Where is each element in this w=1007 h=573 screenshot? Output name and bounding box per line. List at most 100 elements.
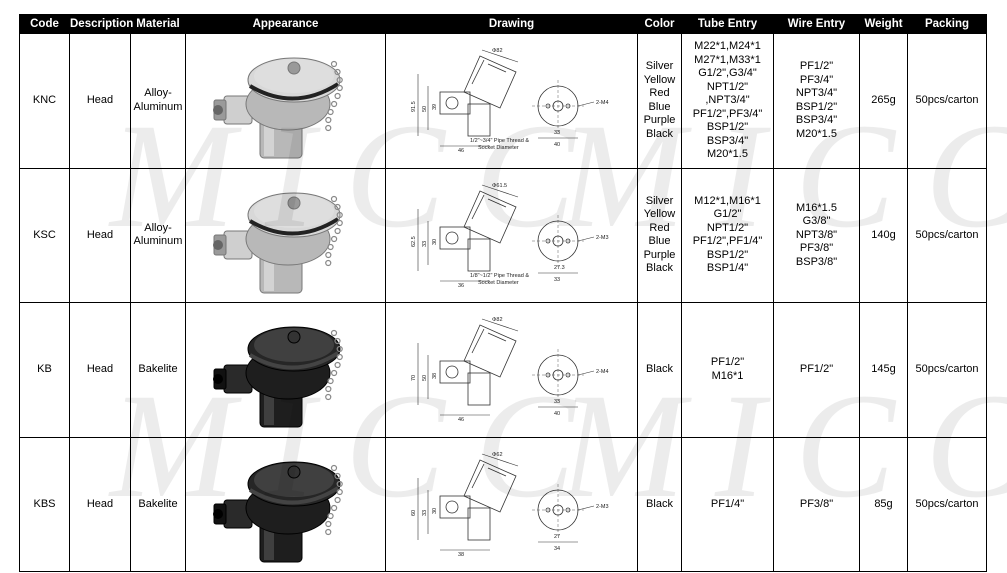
wire-entry-cell-line: M16*1.5 bbox=[796, 201, 837, 214]
tube-entry-cell-line: NPT1/2" bbox=[706, 80, 749, 93]
dimension-label: 33 bbox=[554, 399, 560, 405]
tube-entry-cell-line: M27*1,M33*1 bbox=[694, 53, 761, 66]
tube-entry-cell-line: PF1/4" bbox=[710, 497, 745, 510]
tube-entry-cell-line: NPT1/2" bbox=[706, 221, 749, 234]
bakelite-head-photo bbox=[212, 326, 343, 428]
tube-entry-cell-line: G1/2" bbox=[713, 208, 742, 221]
dimension-label: 2-M4 bbox=[596, 100, 609, 106]
dimension-label: 62.5 bbox=[411, 236, 417, 247]
tube-entry-cell-line: M12*1,M16*1 bbox=[694, 194, 761, 207]
code-cell: KSC bbox=[19, 167, 70, 303]
wire-entry-cell-line: PF3/8" bbox=[799, 242, 834, 254]
dimension-label: 30 bbox=[432, 507, 438, 513]
color-cell-line: Blue bbox=[648, 100, 671, 113]
wire-entry-cell: PF3/8" bbox=[773, 436, 860, 572]
appearance-cell bbox=[185, 33, 386, 169]
aluminum-head-photo bbox=[212, 57, 343, 159]
packing-cell: 50pcs/carton bbox=[907, 167, 987, 303]
wire-entry-cell-line: BSP3/8" bbox=[795, 255, 838, 268]
drawing-note: 1/8"~1/2" Pipe Thread & bbox=[470, 273, 529, 279]
dimension-label: 27 bbox=[554, 534, 560, 540]
dimension-label: 60 bbox=[411, 509, 417, 515]
color-cell-line: Black bbox=[646, 262, 673, 275]
dimension-label: 33 bbox=[422, 240, 428, 246]
wire-entry-cell-line: G3/8" bbox=[802, 215, 831, 227]
tube-entry-cell-line: BSP1/2" bbox=[706, 121, 749, 133]
tube-entry-cell-line: G1/2",G3/4" bbox=[698, 67, 757, 79]
dimension-label: 33 bbox=[554, 130, 560, 136]
tube-entry-cell: PF1/4" bbox=[681, 436, 774, 572]
color-cell: Black bbox=[637, 436, 682, 572]
tube-entry-cell-line: M22*1,M24*1 bbox=[694, 40, 761, 52]
tube-entry-cell-line: PF1/2",PF3/4" bbox=[692, 107, 763, 120]
description-cell: Head bbox=[69, 302, 131, 438]
material-cell: Alloy-Aluminum bbox=[130, 167, 186, 303]
code-cell: KB bbox=[19, 302, 70, 438]
wire-entry-cell-line: PF1/2" bbox=[799, 60, 834, 73]
wire-entry-cell-line: M20*1.5 bbox=[796, 127, 837, 140]
dimension-label: 50 bbox=[422, 106, 428, 112]
appearance-cell bbox=[185, 167, 386, 303]
header-drawing: Drawing bbox=[385, 14, 638, 34]
wire-entry-cell: PF1/2"PF3/4"NPT3/4"BSP1/2"BSP3/4"M20*1.5 bbox=[773, 33, 860, 169]
weight-cell: 145g bbox=[859, 302, 908, 438]
code-cell: KNC bbox=[19, 33, 70, 169]
dimension-label: 30 bbox=[432, 238, 438, 244]
packing-cell: 50pcs/carton bbox=[907, 33, 987, 169]
dimension-label: 36 bbox=[458, 283, 464, 289]
header-appearance: Appearance bbox=[185, 14, 386, 34]
dimension-label: 2-M3 bbox=[596, 504, 609, 510]
dimension-label: 50 bbox=[422, 375, 428, 381]
header-description: Description bbox=[69, 14, 133, 34]
color-cell-line: Yellow bbox=[643, 73, 676, 86]
material-cell: Bakelite bbox=[130, 302, 186, 438]
material-cell-line: Bakelite bbox=[138, 363, 178, 375]
header-code: Code bbox=[19, 14, 70, 34]
weight-cell: 85g bbox=[859, 436, 908, 572]
description-cell: Head bbox=[69, 33, 131, 169]
wire-entry-cell-line: BSP3/4" bbox=[795, 114, 838, 127]
drawing-note: 1/2"~3/4" Pipe Thread & bbox=[470, 138, 529, 144]
appearance-cell bbox=[185, 302, 386, 438]
dimension-label: Φ62 bbox=[492, 452, 503, 458]
color-cell-line: Purple bbox=[643, 248, 676, 261]
material-cell: Alloy-Aluminum bbox=[130, 33, 186, 169]
color-cell-line: Black bbox=[646, 127, 673, 140]
aluminum-head-photo bbox=[212, 192, 343, 293]
dimension-label: Φ82 bbox=[492, 48, 503, 54]
header-material: Material bbox=[130, 14, 186, 34]
color-cell-line: Blue bbox=[648, 235, 671, 248]
material-cell: Bakelite bbox=[130, 436, 186, 572]
dimension-label: 46 bbox=[458, 417, 464, 423]
dimension-label: 39 bbox=[432, 104, 438, 110]
code-cell: KBS bbox=[19, 436, 70, 572]
bakelite-head-photo bbox=[212, 461, 343, 562]
color-cell: Black bbox=[637, 302, 682, 438]
header-tube-entry: Tube Entry bbox=[681, 14, 774, 34]
header-packing: Packing bbox=[907, 14, 987, 34]
dimension-label: 40 bbox=[554, 142, 560, 148]
color-cell-line: Red bbox=[649, 87, 670, 100]
material-cell-line: Aluminum bbox=[133, 100, 183, 113]
wire-entry-cell: PF1/2" bbox=[773, 302, 860, 438]
drawing-note: Socket Diameter bbox=[478, 280, 519, 286]
wire-entry-cell-line: BSP1/2" bbox=[795, 100, 838, 113]
wire-entry-cell-line: NPT3/8" bbox=[795, 228, 838, 241]
description-cell: Head bbox=[69, 436, 131, 572]
wire-entry-cell-line: PF3/8" bbox=[799, 497, 834, 510]
dimension-label: 2-M3 bbox=[596, 235, 609, 241]
tube-entry-cell-line: PF1/2" bbox=[710, 356, 745, 369]
dimension-label: 38 bbox=[458, 552, 464, 558]
header-weight: Weight bbox=[859, 14, 908, 34]
wire-entry-cell-line: PF1/2" bbox=[799, 363, 834, 375]
